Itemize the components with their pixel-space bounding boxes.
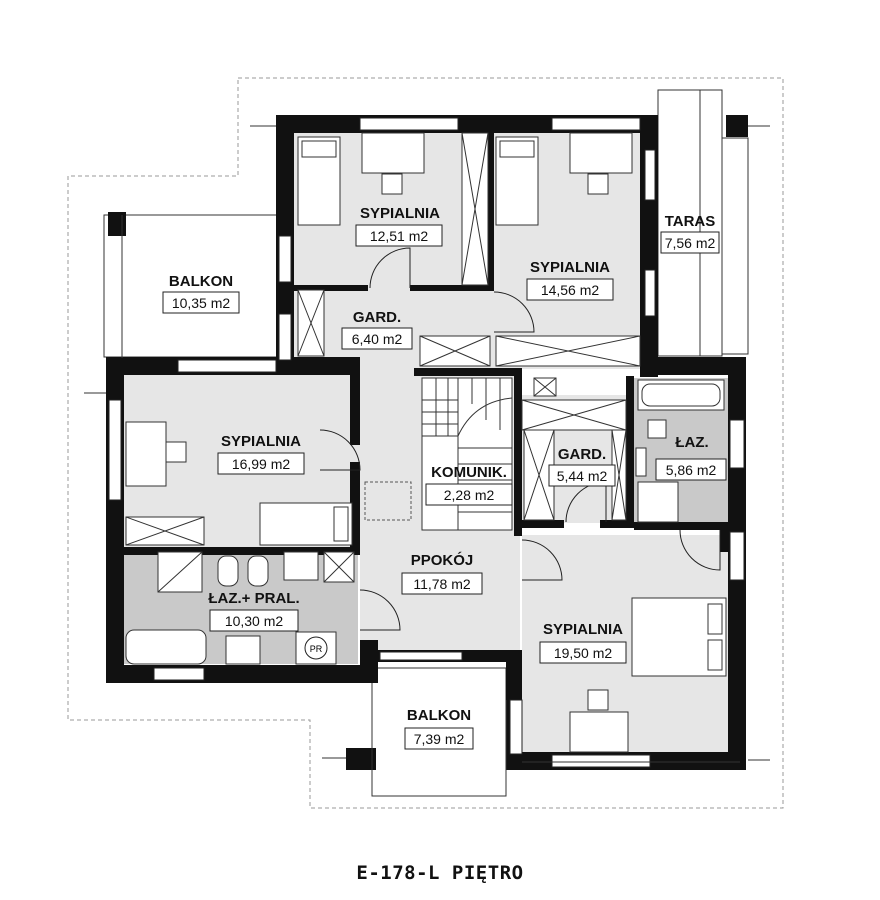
svg-text:SYPIALNIA: SYPIALNIA [543, 621, 623, 638]
svg-text:2,28 m2: 2,28 m2 [444, 487, 495, 503]
room-label-gard-1: GARD. 6,40 m2 [341, 309, 413, 350]
svg-text:SYPIALNIA: SYPIALNIA [221, 433, 301, 450]
room-label-laz: ŁAZ. 5,86 m2 [655, 434, 727, 481]
staircase [421, 377, 513, 531]
svg-text:12,51 m2: 12,51 m2 [370, 228, 429, 244]
bed-sypialnia-4 [631, 597, 727, 677]
room-label-taras: TARAS 7,56 m2 [660, 213, 720, 254]
sink-laz [635, 447, 647, 477]
chair-sypialnia-4 [587, 689, 609, 711]
chair-sypialnia-1 [381, 173, 403, 195]
svg-text:6,40 m2: 6,40 m2 [352, 331, 403, 347]
sink-laz-pral [225, 635, 261, 665]
svg-text:11,78 m2: 11,78 m2 [413, 576, 471, 592]
wardrobe-hall [297, 289, 325, 357]
room-label-gard-2: GARD. 5,44 m2 [548, 446, 616, 487]
wardrobe-3 [125, 516, 205, 546]
bathtub-laz-pral [125, 629, 207, 665]
svg-text:19,50 m2: 19,50 m2 [554, 645, 613, 661]
svg-text:SYPIALNIA: SYPIALNIA [530, 259, 610, 276]
svg-text:7,39 m2: 7,39 m2 [414, 731, 465, 747]
svg-text:ŁAZ.+ PRAL.: ŁAZ.+ PRAL. [208, 590, 299, 607]
desk-sypialnia-2 [569, 132, 633, 174]
desk-sypialnia-4 [569, 711, 629, 753]
svg-text:5,86 m2: 5,86 m2 [666, 462, 717, 478]
room-label-komunik: KOMUNIK. 2,28 m2 [425, 464, 513, 506]
washer-label: PR [310, 644, 323, 654]
svg-text:ŁAZ.: ŁAZ. [675, 434, 708, 451]
bed-sypialnia-3 [259, 502, 353, 546]
svg-text:BALKON: BALKON [407, 707, 471, 724]
svg-text:16,99 m2: 16,99 m2 [232, 456, 291, 472]
svg-text:7,56 m2: 7,56 m2 [665, 235, 716, 251]
shaft-laz-pral [323, 551, 355, 583]
svg-text:14,56 m2: 14,56 m2 [541, 282, 600, 298]
svg-text:TARAS: TARAS [665, 213, 716, 230]
taras-floor [657, 89, 723, 357]
chair-sypialnia-2 [587, 173, 609, 195]
svg-text:5,44 m2: 5,44 m2 [557, 468, 608, 484]
balkon-1-floor [103, 214, 279, 358]
chair-sypialnia-3 [165, 441, 187, 463]
svg-text:PPOKÓJ: PPOKÓJ [411, 551, 474, 569]
roof-outline [67, 77, 784, 809]
svg-text:GARD.: GARD. [558, 446, 606, 463]
attic-hatch [364, 481, 412, 521]
plan-title: E-178-L PIĘTRO [356, 862, 524, 884]
bed-sypialnia-1 [297, 136, 341, 226]
desk-sypialnia-3 [125, 421, 167, 487]
taras-rail [721, 137, 749, 355]
room-label-balkon-1: BALKON 10,35 m2 [162, 273, 240, 314]
doors [319, 247, 721, 631]
balcony-details [84, 90, 770, 796]
room-label-ppokoj: PPOKÓJ 11,78 m2 [401, 551, 483, 595]
svg-text:SYPIALNIA: SYPIALNIA [360, 205, 440, 222]
wardrobe-gard-2 [521, 399, 627, 521]
bidet-laz-pral [247, 555, 269, 587]
room-label-laz-pral: ŁAZ.+ PRAL. 10,30 m2 [208, 590, 300, 632]
windows [108, 117, 745, 768]
svg-text:10,30 m2: 10,30 m2 [225, 613, 284, 629]
shower-laz [637, 481, 679, 523]
wardrobe-1 [461, 132, 489, 286]
svg-text:KOMUNIK.: KOMUNIK. [431, 464, 507, 481]
bed-sypialnia-2 [495, 136, 539, 226]
svg-text:10,35 m2: 10,35 m2 [172, 295, 231, 311]
washer-icon [304, 636, 328, 660]
room-label-balkon-2: BALKON 7,39 m2 [404, 707, 474, 750]
toilet-laz [647, 419, 667, 439]
room-label-sypialnia-3: SYPIALNIA 16,99 m2 [217, 433, 305, 475]
room-label-sypialnia-1: SYPIALNIA 12,51 m2 [355, 205, 443, 247]
cabinet-laz-pral [283, 551, 319, 581]
room-label-sypialnia-4: SYPIALNIA 19,50 m2 [539, 621, 627, 664]
svg-text:GARD.: GARD. [353, 309, 401, 326]
toilet-laz-pral [217, 555, 239, 587]
desk-sypialnia-1 [361, 132, 425, 174]
wardrobe-2 [419, 335, 641, 367]
svg-text:BALKON: BALKON [169, 273, 233, 290]
room-label-sypialnia-2: SYPIALNIA 14,56 m2 [526, 259, 614, 301]
